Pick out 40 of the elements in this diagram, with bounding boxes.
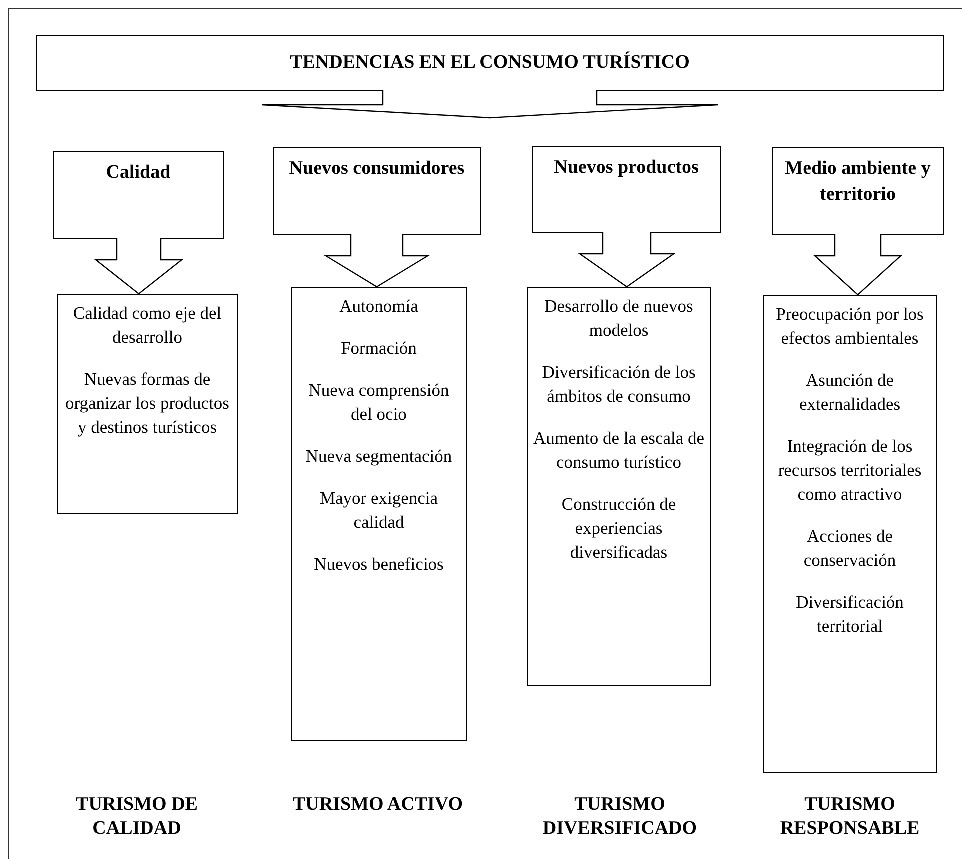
item-text: Nueva comprensión del ocio <box>308 379 450 426</box>
list-box <box>527 287 711 686</box>
heading-text: TENDENCIAS EN EL CONSUMO TURÍSTICO <box>290 51 690 75</box>
item-text: Mayor exigencia calidad <box>318 487 440 534</box>
item-text: Diversificación de los ámbitos de consumo <box>541 361 697 408</box>
item-text: Preocupación por los efectos ambientales <box>775 303 925 350</box>
category-label: TURISMO ACTIVO <box>292 793 464 817</box>
heading-text: Calidad <box>105 161 172 185</box>
item-text: Nuevas formas de organizar los productos y destinos turísticos <box>64 368 230 439</box>
list-box <box>291 287 467 741</box>
heading-box <box>772 147 944 235</box>
item-text: Integración de los recursos territoriales como atractivo <box>777 435 923 506</box>
heading-text: Nuevos consumidores <box>288 157 466 181</box>
item-text: Asunción de externalidades <box>798 369 902 416</box>
item-text: Nueva segmentación <box>304 445 454 468</box>
item-text: Aumento de la escala de consumo turístico <box>532 427 706 474</box>
item-text: Diversificación territorial <box>795 591 905 638</box>
list-box <box>763 295 937 773</box>
heading-box <box>273 147 481 235</box>
heading-text: Medio ambiente y territorio <box>784 157 932 207</box>
heading-box <box>36 35 944 91</box>
block-arrow <box>261 89 719 119</box>
item-text: Acciones de conservación <box>802 525 898 572</box>
item-text: Calidad como eje del desarrollo <box>72 302 223 349</box>
heading-box <box>53 151 224 239</box>
item-text: Construcción de experiencias diversificadas <box>560 493 678 564</box>
category-label: TURISMO RESPONSABLE <box>779 793 921 841</box>
item-text: Desarrollo de nuevos modelos <box>544 295 694 342</box>
heading-text: Nuevos productos <box>553 156 700 180</box>
item-text: Formación <box>340 337 418 360</box>
item-text: Autonomía <box>338 295 420 318</box>
category-label: TURISMO DE CALIDAD <box>75 793 199 841</box>
block-arrow <box>578 231 676 288</box>
category-label: TURISMO DIVERSIFICADO <box>542 793 698 841</box>
list-box <box>57 294 238 514</box>
block-arrow <box>94 237 184 295</box>
block-arrow <box>324 233 430 288</box>
heading-box <box>532 146 721 233</box>
block-arrow <box>813 233 903 296</box>
item-text: Nuevos beneficios <box>313 553 445 576</box>
